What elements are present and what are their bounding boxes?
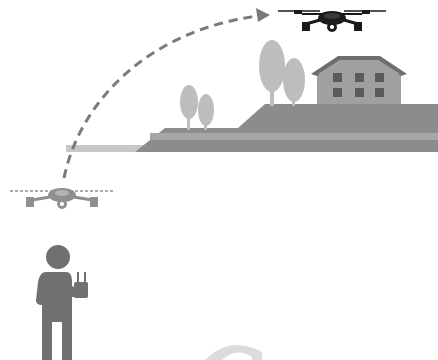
house-icon: [311, 56, 407, 104]
tree-icon: [198, 94, 214, 130]
house-window: [355, 88, 364, 97]
house-window: [333, 88, 342, 97]
tree-icon: [180, 85, 198, 130]
drone-icon: [278, 10, 386, 32]
tree-icon: [283, 58, 305, 106]
flight-path: [64, 8, 270, 178]
pilot-head: [46, 245, 70, 269]
arrow-head-icon: [256, 8, 270, 22]
house-window: [333, 73, 342, 82]
house-window: [355, 73, 364, 82]
ground-highlight-strip: [150, 133, 438, 140]
landscape: [66, 104, 438, 152]
tree-icon: [259, 40, 285, 106]
remote-controller-icon: [74, 272, 88, 298]
flight-path-arc: [64, 16, 258, 178]
ghost-drone-icon: [10, 188, 114, 209]
pilot-body: [36, 272, 72, 360]
pilot-icon: [36, 245, 88, 360]
house-window: [375, 88, 384, 97]
house-window: [375, 73, 384, 82]
hill-upper: [238, 104, 438, 128]
